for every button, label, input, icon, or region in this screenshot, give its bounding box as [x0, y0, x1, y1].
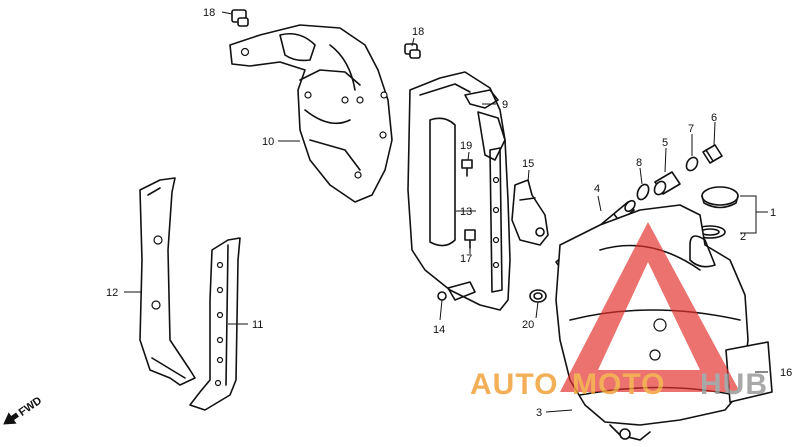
- part-11-bracket: [189, 237, 241, 411]
- callout-17: 17: [460, 253, 472, 265]
- callout-13: 13: [460, 206, 472, 218]
- nut-18-upper-right: [404, 43, 421, 59]
- callout-2: 2: [740, 231, 746, 243]
- part-13-14-frame: [407, 71, 511, 311]
- part-20-clamp: [529, 289, 547, 303]
- callout-15: 15: [522, 158, 534, 170]
- watermark-text-auto: AUTO: [470, 368, 558, 401]
- bolt-19: [461, 159, 473, 177]
- part-15-valve: [511, 179, 549, 246]
- watermark-triangle-icon: [560, 222, 740, 392]
- part-1-cap: [701, 186, 739, 209]
- watermark-text-moto: MOTO: [572, 368, 665, 401]
- bolt-17: [464, 229, 476, 249]
- callout-9: 9: [502, 99, 508, 111]
- callout-14: 14: [433, 324, 445, 336]
- callout-11: 11: [252, 319, 263, 331]
- callout-19: 19: [460, 140, 472, 152]
- callout-8: 8: [636, 157, 642, 169]
- callout-6: 6: [711, 112, 717, 124]
- part-12-stay: [139, 177, 196, 386]
- callout-10: 10: [262, 136, 274, 148]
- nut-18-upper-left: [231, 9, 249, 27]
- callout-16: 16: [780, 367, 792, 379]
- callout-20: 20: [522, 319, 534, 331]
- part-6-nozzle: [702, 144, 723, 164]
- callout-5: 5: [662, 137, 668, 149]
- callout-18-right: 18: [412, 26, 424, 38]
- part-10-bracket: [229, 24, 393, 203]
- callout-4: 4: [594, 183, 600, 195]
- watermark: AUTO MOTO HUB: [470, 222, 768, 401]
- fwd-arrow-icon: [3, 412, 19, 425]
- callout-7: 7: [688, 123, 694, 135]
- watermark-text-hub: HUB: [700, 368, 768, 401]
- fwd-label: FWD: [17, 395, 44, 419]
- callout-1: 1: [770, 207, 776, 219]
- part-8-clip: [636, 183, 650, 201]
- callout-3: 3: [536, 407, 542, 419]
- callout-12: 12: [106, 287, 118, 299]
- fwd-indicator: FWD: [3, 395, 44, 425]
- part-5-fitting: [653, 171, 681, 196]
- part-7-ring: [685, 156, 699, 172]
- callout-labels: 18 18 10 9 19 13 17 14 15 4 8 5 7 6 1 2 …: [106, 7, 792, 419]
- leader-lines: [124, 11, 768, 413]
- callout-18-left: 18: [203, 7, 215, 19]
